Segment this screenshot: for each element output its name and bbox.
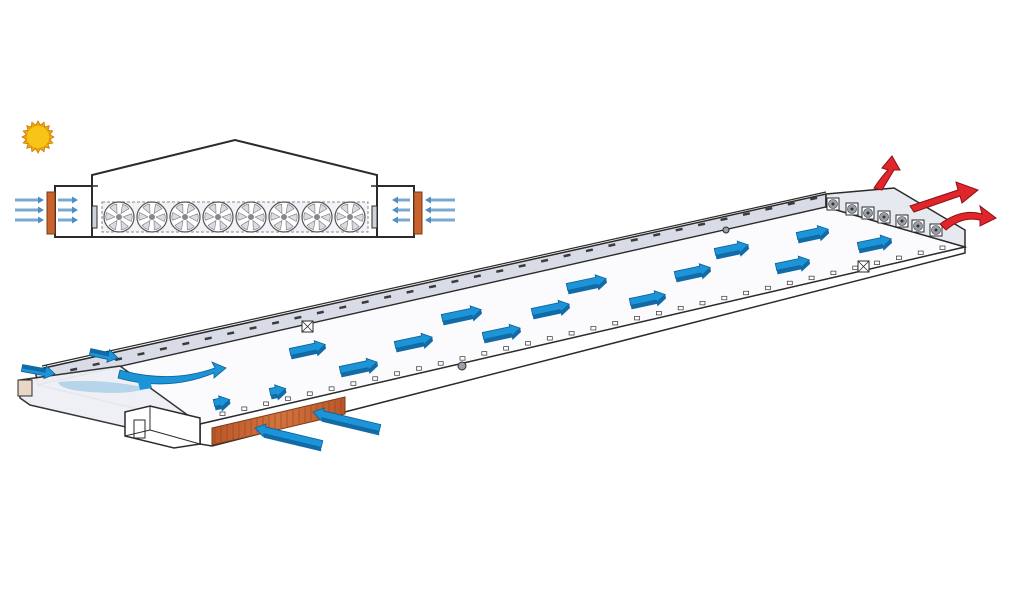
exhaust-air-arrow-icon <box>873 155 901 191</box>
incoming-air-arrow-icon <box>15 206 44 214</box>
house-floor <box>37 206 968 425</box>
intake-air-arrows <box>20 348 382 452</box>
interior-airflow-arrow <box>628 290 667 310</box>
exhaust-fan-icon <box>301 201 333 233</box>
exhaust-fan-icon <box>169 201 201 233</box>
incoming-air-arrow-icon <box>254 423 324 452</box>
interior-airflow-arrow <box>673 263 712 283</box>
exhaust-fan-icon <box>268 201 300 233</box>
interior-airflow-arrow <box>212 395 231 412</box>
interior-airflow-arrow <box>856 234 893 254</box>
exhaust-fan-icon <box>845 202 859 216</box>
interior-airflow-arrow <box>440 305 482 326</box>
interior-airflow-arrow <box>268 384 287 401</box>
exhaust-fan-icon <box>136 201 168 233</box>
incoming-air-arrow-icon <box>425 196 455 204</box>
incoming-air-arrow-icon <box>58 206 78 214</box>
exhaust-fan-icon <box>235 201 267 233</box>
exhaust-fan-icon <box>929 223 943 237</box>
exhaust-air-arrow-icon <box>939 204 997 231</box>
exhaust-air-arrows <box>873 155 997 231</box>
exhaust-fan-icon <box>334 201 366 233</box>
interior-airflow-arrow <box>774 255 811 275</box>
sun-icon <box>21 120 55 154</box>
incoming-air-arrow-icon <box>392 216 410 224</box>
incoming-air-arrow-icon <box>15 196 44 204</box>
vestibule-door <box>133 419 146 439</box>
exhaust-fan-icon <box>826 197 840 211</box>
interior-airflow-arrow <box>393 332 434 353</box>
left-inlet-door <box>91 205 98 229</box>
incoming-air-arrow-icon <box>58 196 78 204</box>
sensor-front <box>457 361 467 371</box>
right-inlet-door <box>371 205 378 229</box>
interior-airflow-arrow <box>288 340 327 360</box>
interior-airflow-arrow <box>481 323 522 344</box>
exhaust-fan-icon <box>861 206 875 220</box>
incoming-air-arrow-icon <box>15 216 44 224</box>
end-wall-fan-bank <box>826 197 943 237</box>
side-wall-inlets <box>219 245 946 416</box>
tunnel-ventilated-house <box>17 155 997 452</box>
incoming-air-arrow-icon <box>20 364 56 380</box>
end-view-fan-bank <box>103 201 366 233</box>
interior-airflow-arrow <box>795 224 830 244</box>
end-view-intake-arrows <box>15 196 455 224</box>
exhaust-fan-icon <box>103 201 135 233</box>
roof-edge-back <box>41 191 827 367</box>
interior-airflow-arrow <box>713 240 750 260</box>
right-cooling-pad <box>413 191 423 235</box>
exhaust-air-arrow-icon <box>909 181 980 213</box>
incoming-air-arrow-icon <box>88 348 119 363</box>
incoming-air-arrow-icon <box>425 216 455 224</box>
left-end-door <box>17 379 33 397</box>
incoming-air-arrow-icon <box>312 407 382 436</box>
sensor-back <box>722 226 730 234</box>
exhaust-fan-icon <box>877 210 891 224</box>
roof-vent-marks <box>69 196 818 372</box>
incoming-air-arrow-icon <box>58 216 78 224</box>
incoming-air-arrow-icon <box>392 206 410 214</box>
exhaust-fan-icon <box>202 201 234 233</box>
exhaust-fan-icon <box>895 214 909 228</box>
end-view-cross-section <box>15 120 455 238</box>
exhaust-fan-icon <box>911 219 925 233</box>
incoming-air-arrow-icon <box>425 206 455 214</box>
interior-airflow-arrow <box>565 274 607 295</box>
intake-swirl-shadow <box>58 380 148 393</box>
incoming-air-arrow-icon <box>392 196 410 204</box>
left-cooling-pad <box>46 191 56 235</box>
sun-disc <box>27 126 49 148</box>
interior-airflow-arrow <box>530 299 571 320</box>
interior-airflow-arrow <box>338 357 379 378</box>
interior-airflow-arrows <box>212 224 893 412</box>
incoming-air-arrow-icon <box>117 361 227 390</box>
